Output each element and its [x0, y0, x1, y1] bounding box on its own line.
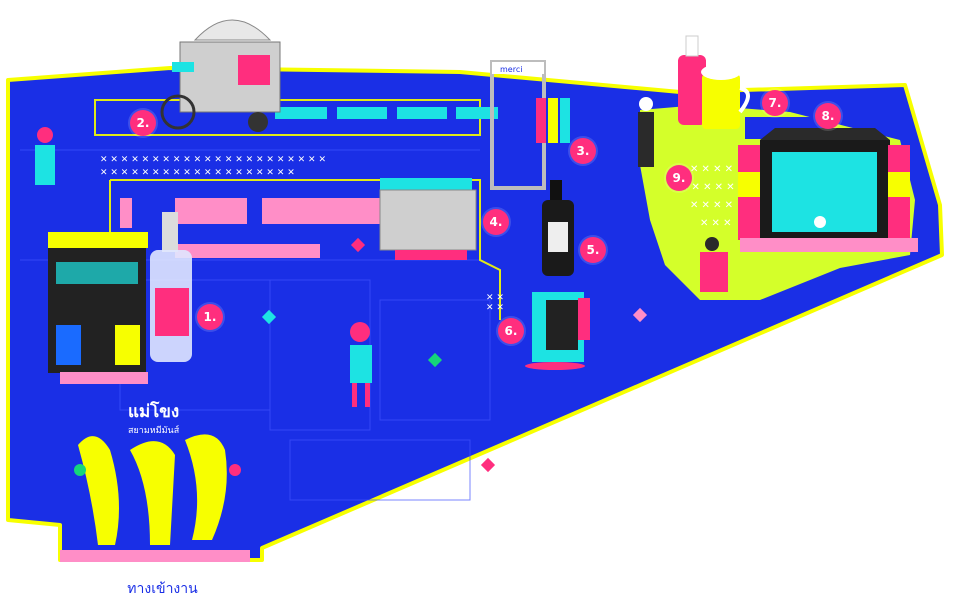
kiosk-illustration	[525, 292, 590, 370]
seating-blocks-top	[275, 107, 498, 119]
seating-blocks-pink	[120, 198, 382, 258]
svg-text:✕ ✕ ✕ ✕ ✕ ✕ ✕ ✕ ✕ ✕ ✕ ✕ ✕ ✕ ✕: ✕ ✕ ✕ ✕ ✕ ✕ ✕ ✕ ✕ ✕ ✕ ✕ ✕ ✕ ✕ ✕ ✕ ✕ ✕	[100, 168, 295, 178]
marker-6[interactable]: 6.	[498, 318, 524, 344]
sparkles	[261, 237, 648, 473]
bar-cart-illustration	[48, 232, 148, 384]
svg-text:✕ ✕ ✕: ✕ ✕ ✕	[700, 218, 732, 229]
marker-4[interactable]: 4.	[483, 209, 509, 235]
marker-1[interactable]: 1.	[197, 304, 223, 330]
main-stage	[738, 117, 918, 252]
marker-2[interactable]: 2.	[130, 110, 156, 136]
fridge-brand-label: merci	[500, 65, 522, 74]
svg-text:✕ ✕ ✕ ✕ ✕ ✕ ✕ ✕ ✕ ✕ ✕ ✕ ✕ ✕ ✕: ✕ ✕ ✕ ✕ ✕ ✕ ✕ ✕ ✕ ✕ ✕ ✕ ✕ ✕ ✕ ✕ ✕ ✕ ✕ ✕ …	[100, 155, 326, 165]
black-bottle-illustration	[542, 180, 574, 276]
svg-text:✕ ✕ ✕ ✕ ✕: ✕ ✕ ✕ ✕ ✕	[680, 182, 735, 193]
x-markers: ✕ ✕ ✕ ✕ ✕ ✕ ✕ ✕ ✕ ✕ ✕ ✕ ✕ ✕ ✕ ✕ ✕ ✕ ✕ ✕ …	[100, 155, 504, 313]
svg-text:✕ ✕: ✕ ✕	[486, 293, 504, 303]
fridge-illustration: merci	[490, 60, 570, 190]
marker-9[interactable]: 9.	[666, 165, 692, 191]
drinks-illustration	[678, 35, 750, 129]
figures	[35, 97, 728, 407]
sign-sub-text: สยามหมีมันส์	[128, 424, 180, 436]
entrance-sign: แม่โขง สยามหมีมันส์	[60, 401, 250, 562]
svg-text:✕ ✕ ✕ ✕: ✕ ✕ ✕ ✕	[690, 200, 733, 211]
svg-text:✕ ✕ ✕ ✕: ✕ ✕ ✕ ✕	[690, 164, 733, 175]
marker-8[interactable]: 8.	[815, 103, 841, 129]
zone-x-pattern: ✕ ✕ ✕ ✕ ✕ ✕ ✕ ✕ ✕ ✕ ✕ ✕ ✕ ✕ ✕ ✕	[680, 164, 735, 229]
marker-5[interactable]: 5.	[580, 237, 606, 263]
entrance-label: ทางเข้างาน	[60, 562, 265, 615]
liquor-bottle-illustration	[150, 212, 192, 362]
food-cart-illustration	[160, 19, 281, 132]
svg-text:✕ ✕: ✕ ✕	[486, 303, 504, 313]
marker-7[interactable]: 7.	[762, 90, 788, 116]
display-counter-illustration	[379, 178, 477, 260]
sign-top-text: แม่โขง	[128, 401, 179, 422]
marker-3[interactable]: 3.	[570, 138, 596, 164]
